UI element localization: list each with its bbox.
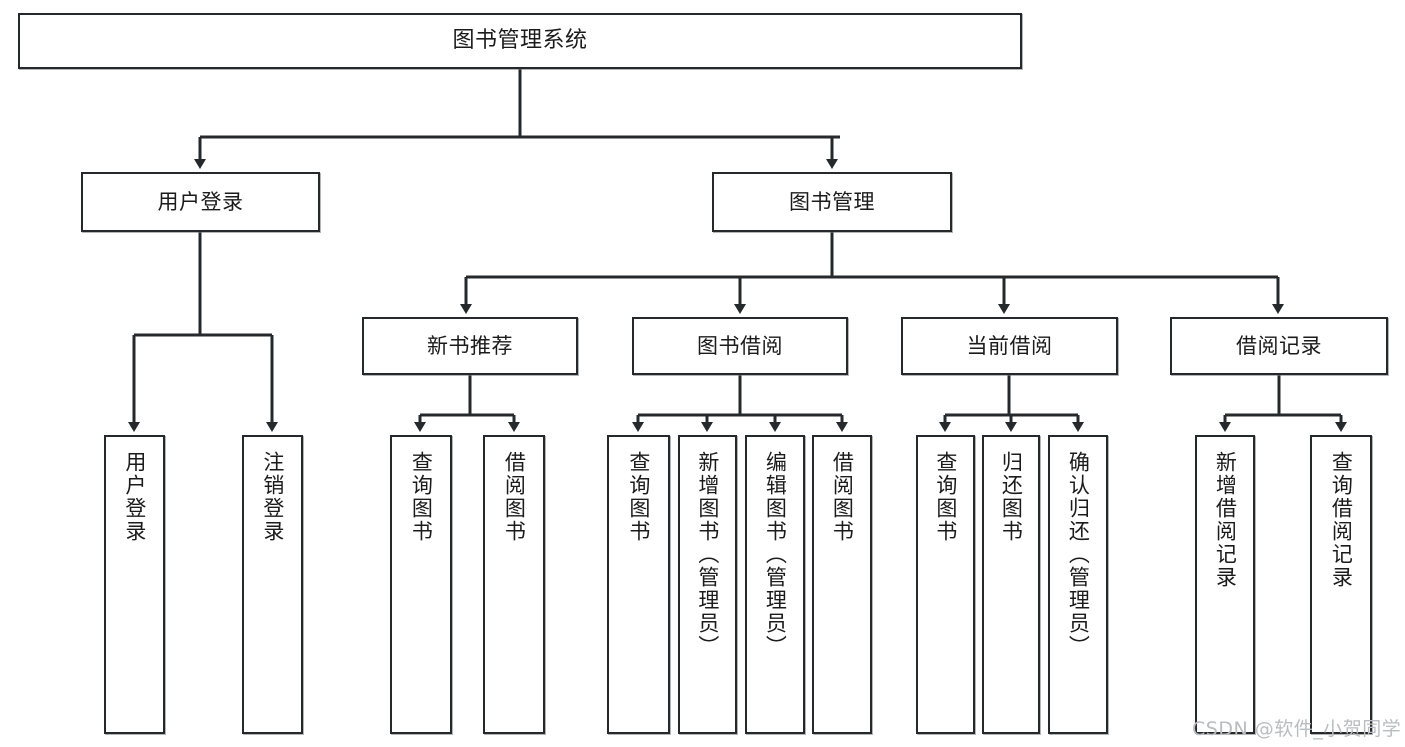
leaf-query-book-1[interactable]: 查询图书 <box>390 435 452 734</box>
leaf-borrow-book-2[interactable]: 借阅图书 <box>812 435 872 734</box>
leaf-logout[interactable]: 注销登录 <box>242 435 303 734</box>
leaf-add-book-admin[interactable]: 新增图书（管理员） <box>678 435 737 734</box>
node-label: 查询借阅记录 <box>1329 451 1354 589</box>
node-label: 当前借阅 <box>966 333 1053 358</box>
csdn-watermark: CSDN @软件_小贺同学 <box>1192 718 1402 740</box>
node-new-book-recommendation[interactable]: 新书推荐 <box>362 317 578 375</box>
node-label: 归还图书 <box>999 451 1024 543</box>
node-label: 图书借阅 <box>697 333 783 358</box>
node-label: 借阅记录 <box>1236 333 1322 358</box>
leaf-user-login[interactable]: 用户登录 <box>104 435 165 734</box>
leaf-query-record[interactable]: 查询借阅记录 <box>1310 435 1372 734</box>
node-user-login[interactable]: 用户登录 <box>81 172 320 232</box>
leaf-borrow-book-1[interactable]: 借阅图书 <box>483 435 545 734</box>
leaf-confirm-return[interactable]: 确认归还（管理员） <box>1048 435 1108 734</box>
node-borrowing-record[interactable]: 借阅记录 <box>1170 317 1388 375</box>
leaf-query-book-2[interactable]: 查询图书 <box>607 435 670 734</box>
node-label: 新增借阅记录 <box>1213 451 1238 589</box>
leaf-edit-book-admin[interactable]: 编辑图书（管理员） <box>745 435 805 734</box>
node-label: 查询图书 <box>409 451 434 543</box>
node-book-management[interactable]: 图书管理 <box>712 172 952 232</box>
node-label: 新书推荐 <box>427 333 513 358</box>
node-label: 注销登录 <box>260 451 285 543</box>
node-label: 图书管理系统 <box>452 28 588 54</box>
node-label: 查询图书 <box>626 451 651 543</box>
node-current-borrowing[interactable]: 当前借阅 <box>901 317 1118 375</box>
node-book-borrowing[interactable]: 图书借阅 <box>632 317 848 375</box>
node-label: 用户登录 <box>122 451 147 543</box>
leaf-add-record[interactable]: 新增借阅记录 <box>1195 435 1255 734</box>
node-label: 借阅图书 <box>502 451 527 543</box>
node-label: 编辑图书（管理员） <box>763 451 788 658</box>
node-label: 查询图书 <box>933 451 958 543</box>
node-label: 借阅图书 <box>830 451 855 543</box>
node-book-management-system[interactable]: 图书管理系统 <box>18 13 1022 69</box>
leaf-return-book[interactable]: 归还图书 <box>982 435 1040 734</box>
node-label: 用户登录 <box>157 189 244 214</box>
node-label: 确认归还（管理员） <box>1066 451 1091 658</box>
node-label: 新增图书（管理员） <box>695 451 720 658</box>
node-label: 图书管理 <box>789 189 875 214</box>
leaf-query-book-3[interactable]: 查询图书 <box>916 435 975 734</box>
